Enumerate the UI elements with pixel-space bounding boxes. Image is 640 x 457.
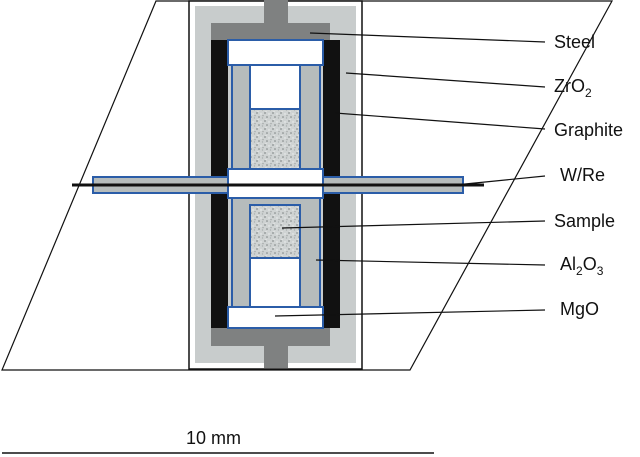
mgo-spacer-top	[249, 64, 301, 110]
leader-mgo	[274, 309, 546, 317]
leader-sample	[281, 220, 546, 229]
steel-plug-top	[211, 0, 330, 40]
label-al2o3-part1: Al	[560, 254, 576, 274]
label-zro2-base: ZrO	[554, 76, 585, 96]
sample-bottom	[249, 204, 301, 259]
label-al2o3-sub1: 2	[576, 264, 583, 278]
label-al2o3: Al2O3	[560, 254, 604, 278]
sample-top	[249, 108, 301, 170]
leader-steel	[309, 32, 546, 43]
label-zro2-sub: 2	[585, 86, 592, 100]
mgo-top	[227, 39, 324, 66]
label-zro2: ZrO2	[554, 76, 592, 100]
leader-zro2	[345, 72, 546, 88]
label-wre: W/Re	[560, 165, 605, 185]
mgo-bottom	[227, 306, 324, 329]
label-sample: Sample	[554, 211, 615, 231]
leader-al2o3	[315, 259, 546, 266]
leader-wre	[454, 175, 546, 186]
steel-plug-bottom	[211, 328, 330, 368]
label-al2o3-part2: O	[583, 254, 597, 274]
label-steel: Steel	[554, 32, 595, 52]
plane-outline	[1, 0, 614, 371]
scale-bar-label: 10 mm	[186, 428, 241, 448]
mgo-spacer-bottom	[249, 257, 301, 308]
leader-graphite	[334, 112, 546, 130]
label-graphite: Graphite	[554, 120, 623, 140]
label-al2o3-sub2: 3	[597, 264, 604, 278]
label-mgo: MgO	[560, 299, 599, 319]
